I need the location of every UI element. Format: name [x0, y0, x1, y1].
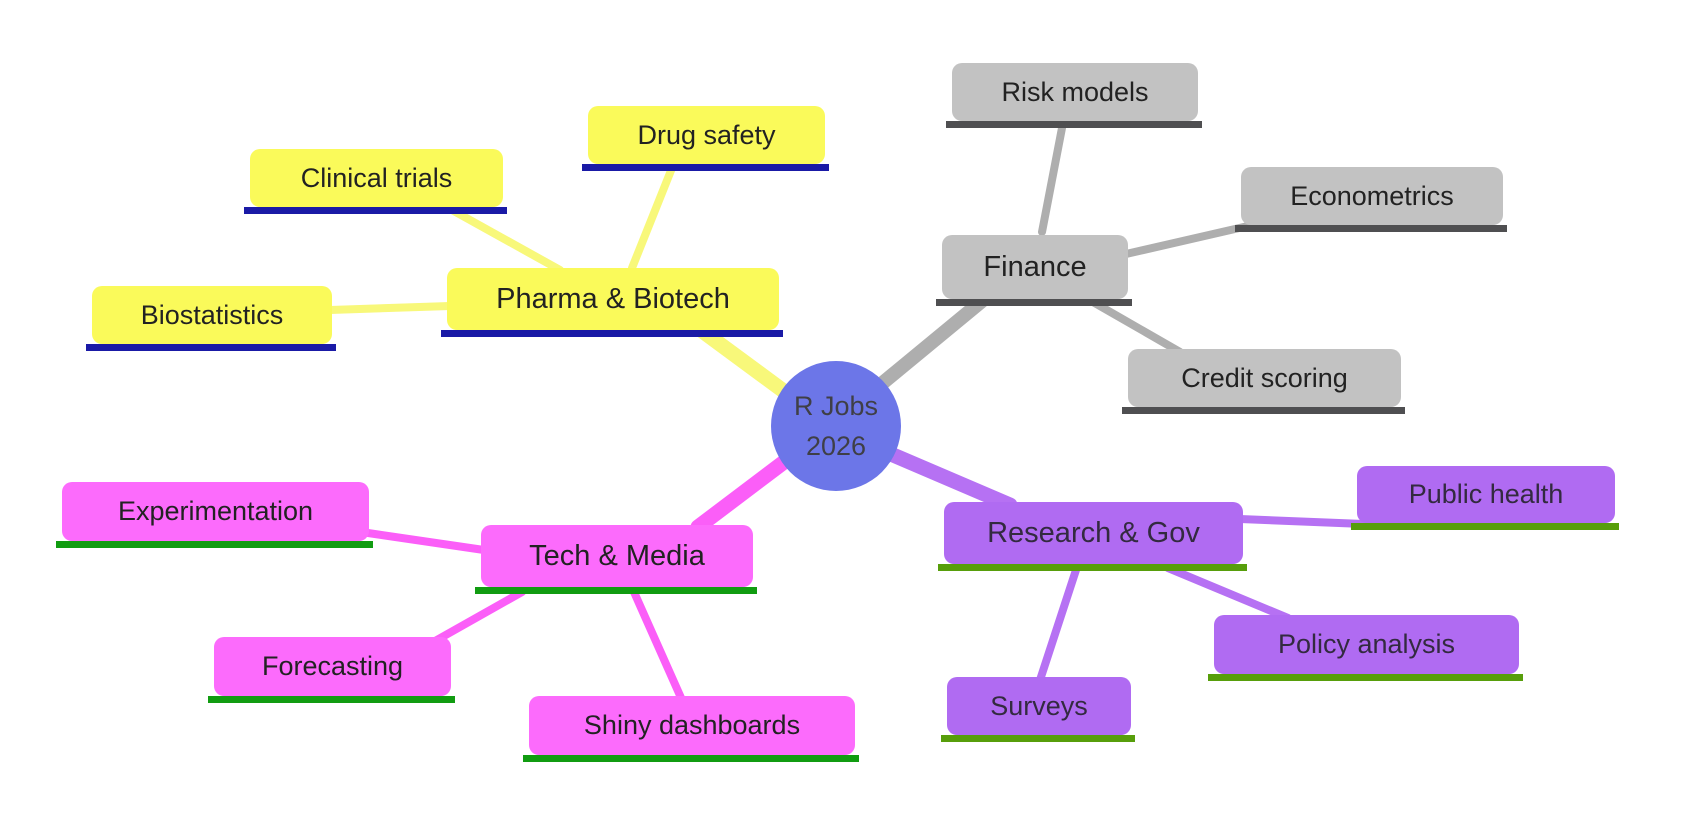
node-tech-media[interactable]: Tech & Media [475, 525, 757, 594]
node-risk-models[interactable]: Risk models [946, 63, 1202, 128]
node-clinical-trials[interactable]: Clinical trials [244, 149, 507, 214]
node-research-gov[interactable]: Research & Gov [938, 502, 1247, 571]
link-techmedia-exp [364, 529, 488, 554]
link-techmedia-forecast [424, 588, 526, 649]
link-finance-econ [1122, 222, 1252, 258]
node-public-health[interactable]: Public health [1351, 466, 1619, 530]
node-experimentation[interactable]: Experimentation [56, 482, 373, 548]
link-research-surveys [1036, 566, 1080, 684]
link-pharma-clinical [448, 206, 564, 274]
link-research-policy [1164, 564, 1292, 622]
node-policy-analysis[interactable]: Policy analysis [1208, 615, 1523, 681]
node-shiny-dashboards[interactable]: Shiny dashboards [523, 696, 859, 762]
node-forecasting[interactable]: Forecasting [208, 637, 455, 703]
center-label-line2: 2026 [805, 431, 867, 461]
node-surveys[interactable]: Surveys [941, 677, 1135, 742]
link-finance-risk [1038, 124, 1066, 236]
node-credit-scoring[interactable]: Credit scoring [1122, 349, 1405, 414]
node-center-r-jobs-2026[interactable]: R Jobs 2026 [771, 361, 901, 491]
node-finance[interactable]: Finance [936, 235, 1132, 306]
node-pharma-biotech[interactable]: Pharma & Biotech [441, 268, 783, 337]
link-pharma-biostat [326, 302, 454, 314]
link-techmedia-shiny [630, 588, 686, 704]
center-label-line1: R Jobs [793, 390, 879, 421]
node-biostatistics[interactable]: Biostatistics [86, 286, 336, 351]
link-center-research [864, 438, 1018, 513]
node-econometrics[interactable]: Econometrics [1235, 167, 1507, 232]
node-drug-safety[interactable]: Drug safety [582, 106, 829, 171]
link-center-techmedia [690, 448, 800, 535]
link-finance-credit [1082, 294, 1184, 356]
link-pharma-drug [628, 164, 676, 272]
link-research-public [1236, 515, 1368, 528]
